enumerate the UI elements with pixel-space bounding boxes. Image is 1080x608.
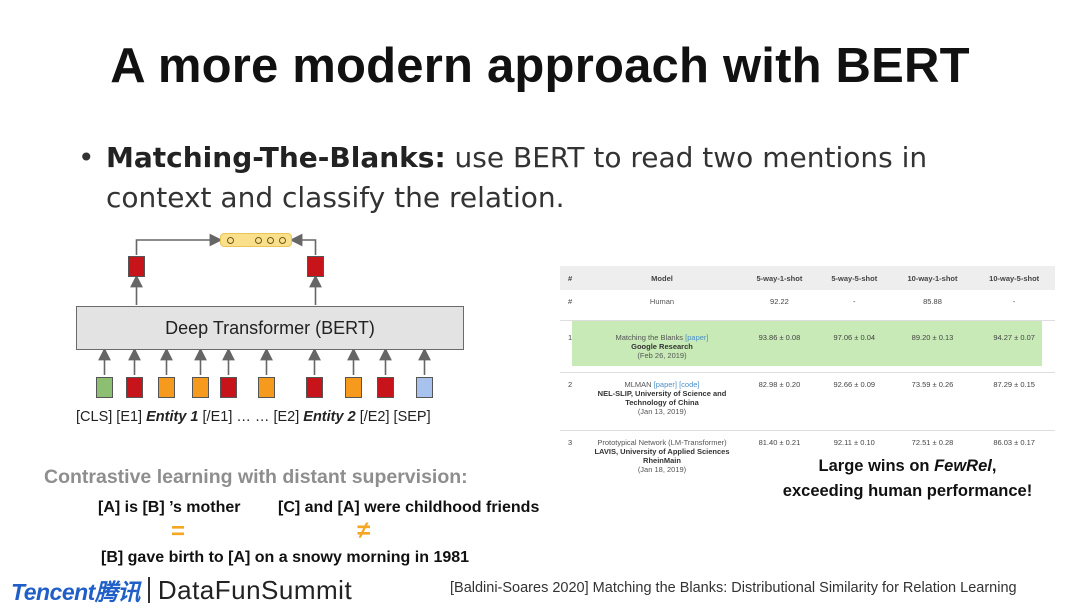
label-e1: [E1] [116,409,143,425]
diagram-arrows [98,233,431,375]
label-e1-end: [/E1] [202,409,233,425]
paper-code-link[interactable]: [paper] [code] [653,379,700,389]
contrastive-heading: Contrastive learning with distant superv… [44,466,468,488]
input-arrows [98,347,431,375]
logo-divider [147,577,150,603]
col-rank: # [560,266,582,290]
token-e2 [306,377,323,398]
e1-output-box [128,256,145,277]
token-context [258,377,275,398]
not-equal-sign: ≠ [357,517,371,544]
output-arrows [130,233,322,305]
token-e1-end [220,377,237,398]
bullet-line-1: use BERT to read two mentions in [445,141,928,174]
bullet-text: Matching-The-Blanks: use BERT to read tw… [106,138,958,218]
label-entity2: Entity 2 [303,409,356,425]
e2-output-box [307,256,324,277]
label-ellipsis: … … [236,409,270,425]
tencent-logo: Tencent腾讯 [11,579,140,605]
citation: [Baldini-Soares 2020] Matching the Blank… [450,580,1017,596]
table-header-row: # Model 5-way-1-shot 5-way-5-shot 10-way… [560,266,1055,290]
col-10way1shot: 10-way-1-shot [891,266,974,290]
example-birth: [B] gave birth to [A] on a snowy morning… [101,549,470,566]
col-5way1shot: 5-way-1-shot [742,266,817,290]
label-cls: [CLS] [76,409,113,425]
label-entity1: Entity 1 [146,409,199,425]
table-row: 2 MLMAN [paper] [code] NEL-SLIP, Univers… [560,371,1055,430]
col-model: Model [582,266,742,290]
bullet-point: • Matching-The-Blanks: use BERT to read … [78,138,958,218]
datafun-summit-logo: DataFunSummit [157,574,353,605]
results-caption: Large wins on FewRel, exceeding human pe… [782,457,1033,500]
token-entity2 [345,377,362,398]
col-5way5shot: 5-way-5-shot [816,266,892,290]
bullet-bold-term: Matching-The-Blanks: [106,141,446,174]
equal-sign: = [171,518,186,545]
token-e1 [126,377,143,398]
token-entity1-a [158,377,175,398]
example-friends: [C] and [A] were childhood friends [278,499,540,516]
bert-diagram: Deep Transformer (BERT) [CLS] [E1] Entit… [70,228,490,438]
label-e2-end: [/E2] [359,409,390,425]
token-cls [96,377,113,398]
bullet-dot: • [78,141,95,174]
token-labels: [CLS] [E1] Entity 1 [/E1] … … [E2] Entit… [76,409,496,425]
label-e2: [E2] [273,409,300,425]
deep-transformer-box: Deep Transformer (BERT) [76,306,464,350]
bullet-line-2: context and classify the relation. [106,181,565,214]
token-e2-end [377,377,394,398]
fewrel-leaderboard: # Model 5-way-1-shot 5-way-5-shot 10-way… [560,266,1055,482]
label-sep: [SEP] [393,409,431,425]
token-entity1-b [192,377,209,398]
pooled-output-vector [220,233,292,247]
slide-title: A more modern approach with BERT [110,39,970,93]
table-row: 3 Prototypical Network (LM-Transformer) … [560,429,1055,482]
token-sep [416,377,433,398]
col-10way5shot: 10-way-5-shot [973,266,1055,290]
footer-logo: Tencent腾讯 DataFunSummit [11,574,352,606]
paper-link[interactable]: [paper] [685,332,709,342]
fewrel-name: FewRel [934,457,992,475]
table-row: # Human 92.22 - 85.88 - [568,297,1016,306]
results-table: # Model 5-way-1-shot 5-way-5-shot 10-way… [560,266,1055,482]
table-row: 1 Matching the Blanks [paper] Google Res… [560,319,1055,372]
example-mother: [A] is [B] ’s mother [98,499,241,516]
